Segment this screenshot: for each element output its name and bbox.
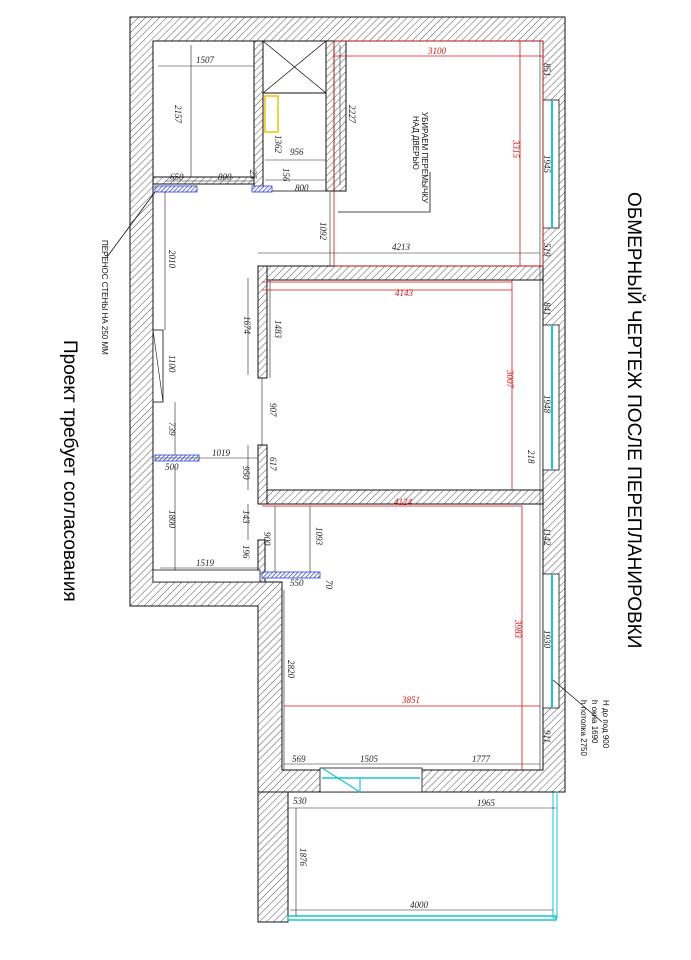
new-wall-room3 — [261, 571, 321, 579]
dim-2227: 2227 — [347, 105, 357, 124]
dim-1019: 1019 — [212, 448, 231, 458]
dim-1507: 1507 — [196, 55, 215, 65]
new-wall-bath — [154, 185, 198, 193]
dim-156: 156 — [281, 168, 291, 182]
dim-2820: 2820 — [286, 660, 296, 679]
wall-west-opening-line — [152, 329, 164, 403]
shaft-box — [262, 92, 327, 192]
dim-4213: 4213 — [392, 242, 411, 252]
dim-851: 851 — [542, 63, 552, 77]
drawing-title: ОБМЕРНЫЙ ЧЕРТЕЖ ПОСЛЕ ПЕРЕПЛАНИРОВКИ — [623, 192, 645, 648]
wall-note-leader — [106, 191, 156, 258]
dim-1674: 1674 — [242, 316, 252, 335]
dim-530: 530 — [293, 796, 307, 806]
balcony-walls — [257, 791, 289, 923]
dim-218: 218 — [526, 450, 536, 464]
dim-550: 550 — [290, 578, 304, 588]
dim-1876: 1876 — [298, 848, 308, 867]
lintel-leader — [338, 172, 431, 213]
red-dim-3851: 3851 — [401, 695, 420, 705]
height-window: h окна 1690 — [590, 700, 599, 744]
dim-1777: 1777 — [472, 754, 491, 764]
dim-196: 196 — [241, 545, 251, 559]
wall-corridor-3 — [257, 539, 266, 583]
dim-519: 519 — [542, 243, 552, 257]
red-dim-3007: 3007 — [505, 369, 515, 389]
dim-907: 907 — [268, 403, 278, 417]
dim-650: 650 — [170, 172, 184, 182]
red-dimension-lines — [262, 40, 544, 770]
dim-1100: 1100 — [167, 355, 177, 373]
dim-900: 900 — [262, 532, 272, 546]
dim-739: 739 — [167, 422, 177, 436]
dim-2010: 2010 — [167, 250, 177, 269]
dim-1519: 1519 — [196, 558, 215, 568]
dim-800a: 800 — [218, 172, 232, 182]
dim-1483: 1483 — [273, 320, 283, 339]
wall-bottom-left — [152, 569, 261, 583]
height-leader — [552, 679, 603, 723]
dim-2157: 2157 — [173, 105, 183, 124]
wall-shaft-right — [325, 40, 335, 192]
height-sill: H до под 900 — [601, 700, 610, 749]
height-ceiling: h потолка 2750 — [579, 700, 588, 756]
dim-1930: 1930 — [542, 630, 552, 649]
dim-1362: 1362 — [273, 135, 283, 154]
wall-room-divider-1 — [257, 265, 544, 281]
dim-800b: 800 — [295, 183, 309, 193]
wall-move-note: ПЕРЕНОС СТЕНЫ НА 250 ММ — [100, 240, 109, 355]
dim-911: 911 — [542, 730, 552, 743]
dim-1948: 1948 — [542, 395, 552, 414]
dim-1945: 1945 — [542, 155, 552, 174]
dim-1965: 1965 — [477, 798, 496, 808]
wall-corridor-2 — [257, 444, 268, 505]
dim-617: 617 — [268, 457, 278, 471]
red-dim-4124: 4124 — [394, 497, 413, 507]
red-dim-4143: 4143 — [395, 288, 414, 298]
dim-25: 25 — [248, 170, 258, 180]
dim-1800: 1800 — [167, 510, 177, 529]
wall-corridor-1 — [257, 265, 268, 379]
wall-shaft-left — [253, 40, 264, 192]
yellow-marker — [264, 95, 279, 133]
new-wall-bath-2 — [251, 185, 273, 193]
balcony-window — [287, 915, 557, 921]
lintel-note-line1: УБИРАЕМ ПЕРЕМЫЧКУ — [420, 112, 429, 204]
dim-950: 950 — [241, 466, 251, 480]
balcony-side-window — [552, 791, 558, 919]
dim-956: 956 — [290, 147, 304, 157]
balcony-door-window — [319, 767, 423, 793]
approval-note: Проект требует согласования — [59, 340, 80, 602]
dim-70: 70 — [324, 580, 334, 590]
red-dim-3983: 3983 — [513, 619, 523, 639]
dim-841: 841 — [542, 302, 552, 316]
red-dim-3100: 3100 — [427, 46, 447, 56]
lintel-note-line2: НАД ДВЕРЬЮ — [411, 116, 420, 170]
dimension-lines — [155, 41, 556, 916]
dim-1505: 1505 — [360, 754, 379, 764]
dim-1142: 1142 — [542, 528, 552, 546]
dim-4000: 4000 — [410, 900, 429, 910]
dim-143: 143 — [241, 510, 251, 524]
dim-1093: 1093 — [314, 527, 324, 546]
exterior-walls — [129, 16, 566, 793]
dim-569: 569 — [292, 754, 306, 764]
red-dim-3315: 3315 — [511, 139, 521, 159]
dim-500: 500 — [165, 462, 179, 472]
dim-1092: 1092 — [318, 222, 328, 241]
